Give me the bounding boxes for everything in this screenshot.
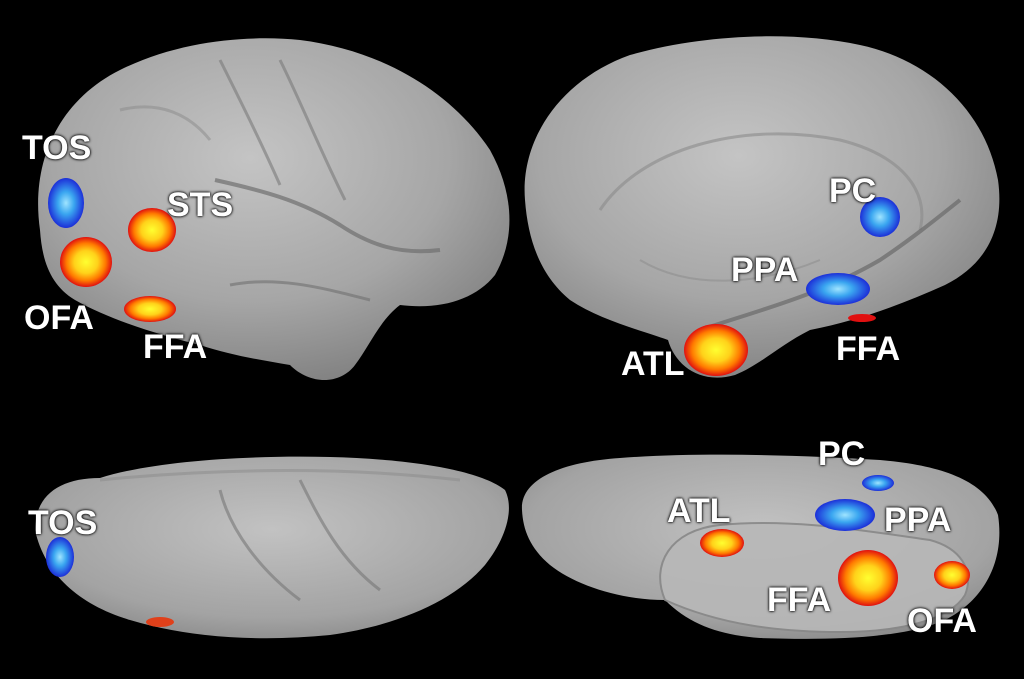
ppa-activation-ventral (815, 499, 875, 531)
ppa-activation (806, 273, 870, 305)
tos-activation (48, 178, 84, 228)
label-ventral-ofa: OFA (907, 602, 977, 640)
atl-activation-ventral (700, 529, 744, 557)
label-medial-atl: ATL (621, 345, 685, 383)
atl-activation (684, 324, 748, 376)
pc-activation (860, 197, 900, 237)
label-dorsal-tos: TOS (28, 504, 98, 542)
ofa-activation (60, 237, 112, 287)
dorsal-hemisphere (35, 456, 509, 639)
label-ventral-ffa: FFA (767, 581, 832, 619)
ofa-activation-ventral (934, 561, 970, 589)
label-ventral-atl: ATL (667, 492, 731, 530)
label-lateral-tos: TOS (22, 129, 92, 167)
label-ventral-ppa: PPA (884, 501, 952, 539)
sts-activation (128, 208, 176, 252)
label-medial-pc: PC (829, 172, 877, 210)
lateral-hemisphere (38, 38, 510, 380)
dorsal-edge-activation (146, 617, 174, 627)
label-lateral-ffa: FFA (143, 328, 208, 366)
ffa-activation-medial (848, 314, 876, 322)
label-medial-ppa: PPA (731, 251, 799, 289)
label-medial-ffa: FFA (836, 330, 901, 368)
ffa-activation (124, 296, 176, 322)
medial-hemisphere (524, 36, 1000, 378)
tos-activation-dorsal (46, 537, 74, 577)
label-ventral-pc: PC (818, 435, 866, 473)
pc-activation-ventral (862, 475, 894, 491)
ventral-hemisphere (521, 454, 1000, 639)
ffa-activation-ventral (838, 550, 898, 606)
label-lateral-ofa: OFA (24, 299, 94, 337)
label-lateral-sts: STS (167, 186, 234, 224)
